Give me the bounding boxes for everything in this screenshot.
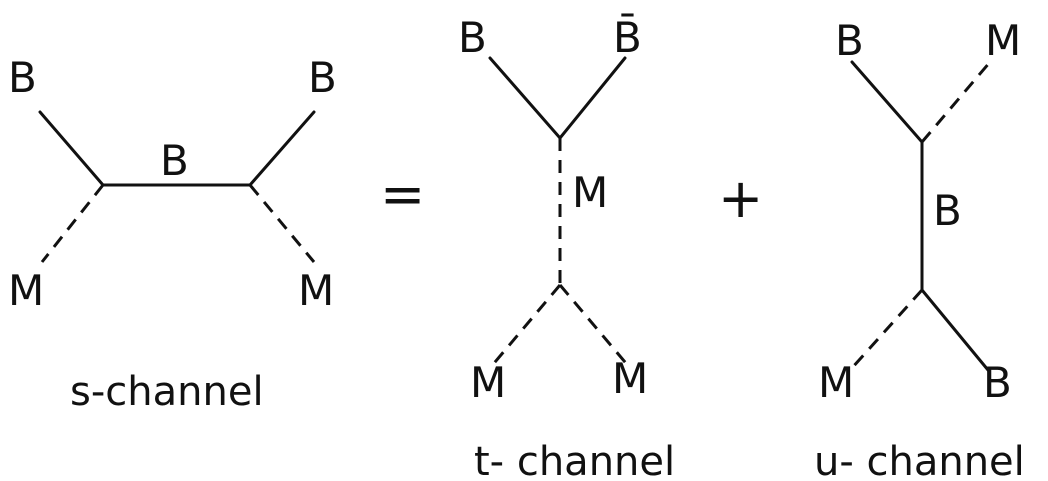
u-channel-label-bottom-left: M (818, 358, 854, 407)
t-channel-diagram: B B̄ M M M t- channel (458, 11, 675, 481)
t-channel-baryon-line-in (488, 56, 562, 140)
t-channel-label-propagator: M (572, 168, 608, 217)
u-channel-label-propagator: B (933, 186, 962, 235)
t-channel-meson-line-right (558, 284, 632, 369)
u-channel-meson-line-out (920, 61, 992, 143)
plus-sign: + (718, 167, 763, 230)
s-channel-label-top-right: B (308, 53, 337, 102)
s-channel-diagram: B B B M M s-channel (8, 53, 337, 415)
s-channel-baryon-line-in (38, 110, 105, 187)
s-channel-label-top-left: B (8, 53, 37, 102)
s-channel-meson-line-out (248, 184, 316, 263)
t-channel-label-bottom-left: M (470, 358, 506, 407)
t-channel-label-bottom-right: M (612, 354, 648, 403)
s-channel-caption: s-channel (70, 369, 264, 415)
s-channel-label-bottom-right: M (298, 266, 334, 315)
s-channel-baryon-line-out (248, 110, 316, 187)
u-channel-meson-line-in (850, 288, 924, 370)
u-channel-baryon-line-in (850, 60, 924, 144)
equals-sign: = (380, 163, 425, 226)
t-channel-label-top-left: B (458, 13, 487, 62)
u-channel-diagram: B M B M B u- channel (814, 16, 1025, 481)
u-channel-baryon-line-out (920, 288, 990, 372)
s-channel-meson-line-in (40, 184, 105, 263)
t-channel-meson-line-left (488, 284, 562, 369)
u-channel-label-top-left: B (835, 16, 864, 65)
u-channel-caption: u- channel (814, 439, 1025, 481)
t-channel-label-top-right: B̄ (613, 11, 642, 62)
s-channel-label-bottom-left: M (8, 266, 44, 315)
t-channel-antibaryon-line (558, 56, 627, 140)
u-channel-label-top-right: M (985, 16, 1021, 65)
u-channel-label-bottom-right: B (983, 358, 1012, 407)
t-channel-caption: t- channel (474, 439, 675, 481)
s-channel-label-propagator: B (160, 136, 189, 185)
